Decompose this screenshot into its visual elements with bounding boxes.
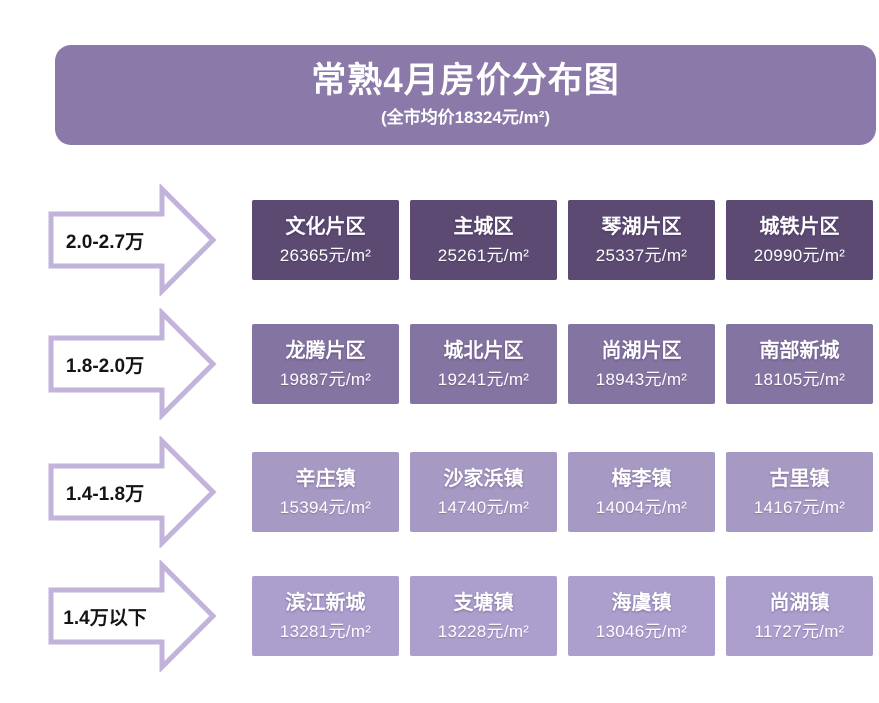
tier-range-label: 1.4万以下 bbox=[63, 607, 147, 629]
tier-range-label: 2.0-2.7万 bbox=[65, 231, 145, 253]
district-name: 尚湖片区 bbox=[601, 339, 682, 362]
district-name: 梅李镇 bbox=[611, 467, 672, 490]
district-name: 滨江新城 bbox=[285, 591, 366, 614]
district-cards-row-4: 滨江新城 13281元/m² 支塘镇 13228元/m² 海虞镇 13046元/… bbox=[252, 576, 873, 656]
district-card: 辛庄镇 15394元/m² bbox=[252, 452, 399, 532]
district-name: 南部新城 bbox=[759, 339, 840, 362]
price-tier-row-4: 1.4万以下 滨江新城 13281元/m² 支塘镇 13228元/m² 海虞镇 … bbox=[0, 560, 879, 672]
district-card: 主城区 25261元/m² bbox=[410, 200, 557, 280]
district-price: 26365元/m² bbox=[279, 245, 372, 265]
district-card: 沙家浜镇 14740元/m² bbox=[410, 452, 557, 532]
arrow-right-icon bbox=[48, 436, 217, 548]
district-price: 14740元/m² bbox=[437, 497, 530, 517]
district-card: 梅李镇 14004元/m² bbox=[568, 452, 715, 532]
header-banner: 常熟4月房价分布图 (全市均价18324元/m²) bbox=[55, 45, 876, 145]
page-subtitle: (全市均价18324元/m²) bbox=[380, 108, 551, 128]
district-cards-row-3: 辛庄镇 15394元/m² 沙家浜镇 14740元/m² 梅李镇 14004元/… bbox=[252, 452, 873, 532]
district-price: 14167元/m² bbox=[753, 497, 846, 517]
tier-range-label: 1.4-1.8万 bbox=[65, 483, 145, 505]
district-card: 琴湖片区 25337元/m² bbox=[568, 200, 715, 280]
district-card: 南部新城 18105元/m² bbox=[726, 324, 873, 404]
district-price: 18943元/m² bbox=[595, 369, 688, 389]
district-price: 13046元/m² bbox=[595, 621, 688, 641]
district-price: 19887元/m² bbox=[279, 369, 372, 389]
price-tier-row-3: 1.4-1.8万 辛庄镇 15394元/m² 沙家浜镇 14740元/m² 梅李… bbox=[0, 436, 879, 548]
tier-arrow-2: 1.8-2.0万 bbox=[48, 308, 218, 420]
district-name: 海虞镇 bbox=[611, 591, 672, 614]
price-tier-row-2: 1.8-2.0万 龙腾片区 19887元/m² 城北片区 19241元/m² 尚… bbox=[0, 308, 879, 420]
district-name: 支塘镇 bbox=[453, 591, 514, 614]
district-price: 11727元/m² bbox=[754, 621, 845, 641]
district-price: 15394元/m² bbox=[279, 497, 372, 517]
district-name: 古里镇 bbox=[769, 467, 830, 490]
district-name: 城铁片区 bbox=[759, 215, 840, 238]
tier-arrow-1: 2.0-2.7万 bbox=[48, 184, 218, 296]
district-price: 18105元/m² bbox=[753, 369, 846, 389]
price-tier-row-1: 2.0-2.7万 文化片区 26365元/m² 主城区 25261元/m² 琴湖… bbox=[0, 184, 879, 296]
district-name: 主城区 bbox=[453, 215, 514, 238]
district-card: 文化片区 26365元/m² bbox=[252, 200, 399, 280]
district-name: 尚湖镇 bbox=[769, 591, 830, 614]
district-card: 古里镇 14167元/m² bbox=[726, 452, 873, 532]
district-card: 尚湖片区 18943元/m² bbox=[568, 324, 715, 404]
district-price: 13281元/m² bbox=[279, 621, 372, 641]
district-name: 沙家浜镇 bbox=[443, 467, 524, 490]
district-name: 城北片区 bbox=[443, 339, 524, 362]
district-name: 辛庄镇 bbox=[295, 467, 356, 490]
district-price: 19241元/m² bbox=[437, 369, 530, 389]
district-card: 龙腾片区 19887元/m² bbox=[252, 324, 399, 404]
district-price: 25337元/m² bbox=[595, 245, 688, 265]
page-title: 常熟4月房价分布图 bbox=[311, 60, 620, 100]
district-price: 14004元/m² bbox=[595, 497, 688, 517]
district-price: 25261元/m² bbox=[437, 245, 530, 265]
district-name: 文化片区 bbox=[285, 215, 366, 238]
tier-arrow-3: 1.4-1.8万 bbox=[48, 436, 218, 548]
arrow-right-icon bbox=[48, 560, 217, 672]
district-card: 滨江新城 13281元/m² bbox=[252, 576, 399, 656]
district-price: 13228元/m² bbox=[437, 621, 530, 641]
district-card: 支塘镇 13228元/m² bbox=[410, 576, 557, 656]
district-price: 20990元/m² bbox=[753, 245, 846, 265]
arrow-right-icon bbox=[48, 184, 217, 296]
district-card: 尚湖镇 11727元/m² bbox=[726, 576, 873, 656]
district-cards-row-1: 文化片区 26365元/m² 主城区 25261元/m² 琴湖片区 25337元… bbox=[252, 200, 873, 280]
district-cards-row-2: 龙腾片区 19887元/m² 城北片区 19241元/m² 尚湖片区 18943… bbox=[252, 324, 873, 404]
district-card: 城铁片区 20990元/m² bbox=[726, 200, 873, 280]
district-name: 龙腾片区 bbox=[285, 339, 366, 362]
district-card: 海虞镇 13046元/m² bbox=[568, 576, 715, 656]
tier-arrow-4: 1.4万以下 bbox=[48, 560, 218, 672]
district-name: 琴湖片区 bbox=[601, 215, 682, 238]
arrow-right-icon bbox=[48, 308, 217, 420]
tier-range-label: 1.8-2.0万 bbox=[65, 355, 145, 377]
district-card: 城北片区 19241元/m² bbox=[410, 324, 557, 404]
